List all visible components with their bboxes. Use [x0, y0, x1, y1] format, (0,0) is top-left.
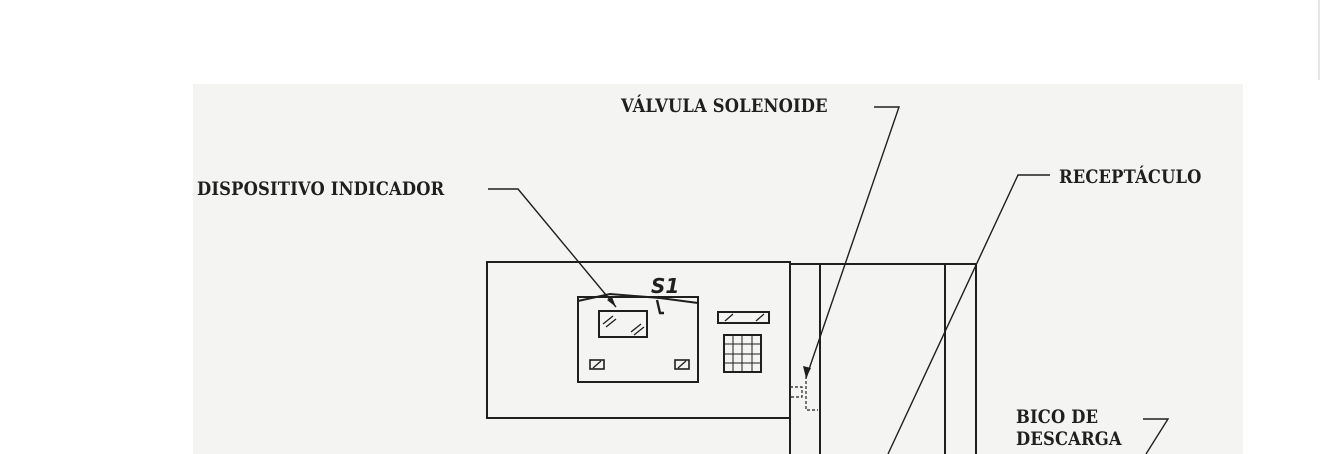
- solenoid-valve-leader: [805, 106, 900, 379]
- small-display: [717, 311, 770, 324]
- indicator-display: [598, 310, 648, 338]
- receptacle-label: RECEPTÁCULO: [1059, 166, 1202, 188]
- indicator-device-leader: [488, 188, 617, 308]
- solenoid-valve-symbol: [790, 376, 818, 411]
- switch-s1-contact: [655, 299, 664, 315]
- indicator-lamp-right: [674, 359, 690, 370]
- switch-s1-lever: [577, 292, 699, 304]
- discharge-nozzle-label-line1: BICO DE: [1016, 406, 1099, 428]
- discharge-nozzle-leader: [1143, 418, 1170, 454]
- switch-s1-label: S1: [651, 274, 680, 298]
- discharge-nozzle-label-line2: DESCARGA: [1016, 428, 1122, 450]
- drawing-sheet: [193, 84, 1243, 454]
- receptacle-leader: [887, 174, 1050, 454]
- page-edge-strip: [1318, 0, 1320, 80]
- solenoid-valve-arrowhead: [803, 366, 811, 378]
- indicator-lamp-left: [589, 359, 605, 370]
- indicator-device-label: DISPOSITIVO INDICADOR: [197, 178, 445, 200]
- glass-hatch-marks: [592, 313, 765, 369]
- keypad-grid: [724, 335, 761, 372]
- solenoid-valve-label: VÁLVULA SOLENOIDE: [621, 95, 828, 117]
- indicator-device-arrowhead: [607, 297, 616, 307]
- control-housing: [486, 261, 791, 419]
